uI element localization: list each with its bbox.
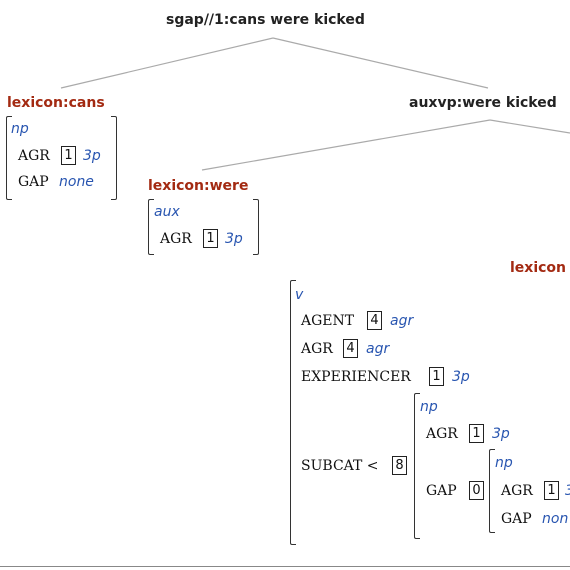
feature-agr-label: AGR bbox=[426, 426, 458, 442]
tag-box: 1 bbox=[61, 146, 76, 165]
feature-agr-label: AGR bbox=[160, 231, 192, 247]
avm-were: aux AGR 1 3p bbox=[148, 199, 259, 255]
feature-subcat-label: SUBCAT < bbox=[301, 458, 379, 474]
feature-gap-label: GAP bbox=[501, 511, 532, 527]
tag-box: 1 bbox=[469, 424, 484, 443]
avm-type-np: np bbox=[420, 399, 438, 415]
feature-gap-label: GAP bbox=[426, 483, 457, 499]
feature-experiencer-label: EXPERIENCER bbox=[301, 369, 411, 385]
tag-box: 1 bbox=[544, 481, 559, 500]
avm-type-np: np bbox=[11, 121, 29, 137]
avm-right-bracket bbox=[253, 199, 259, 255]
avm-kicked: v AGENT 4 agr AGR 4 agr EXPERIENCER 1 3p… bbox=[290, 280, 570, 545]
avm-type-v: v bbox=[295, 287, 304, 303]
avm-left-bracket bbox=[414, 393, 420, 539]
avm-cans: np AGR 1 3p GAP none bbox=[6, 116, 117, 200]
root-node-label: sgap//1:cans were kicked bbox=[166, 12, 365, 28]
feature-agent-value: agr bbox=[390, 313, 414, 329]
lexicon-cans-label: lexicon:cans bbox=[7, 95, 105, 111]
feature-experiencer-value: 3p bbox=[452, 369, 470, 385]
feature-agent-label: AGENT bbox=[301, 313, 355, 329]
feature-agr-value: agr bbox=[366, 341, 390, 357]
avm-subcat-np: np AGR 1 3p GAP 0 np AGR 1 3 GAP non bbox=[414, 393, 570, 539]
bottom-divider bbox=[0, 566, 570, 567]
lexicon-were-label: lexicon:were bbox=[148, 178, 249, 194]
avm-gap-np: np AGR 1 3 GAP non bbox=[489, 449, 570, 533]
feature-gap-label: GAP bbox=[18, 174, 49, 190]
avm-type-aux: aux bbox=[154, 204, 180, 220]
feature-agr-label: AGR bbox=[301, 341, 333, 357]
feature-agr-value: 3p bbox=[83, 148, 101, 164]
feature-gap-value: none bbox=[59, 174, 94, 190]
avm-left-bracket bbox=[6, 116, 12, 200]
avm-type-np: np bbox=[495, 455, 513, 471]
edge-root-auxvp bbox=[272, 37, 489, 89]
avm-right-bracket bbox=[111, 116, 117, 200]
tag-box: 1 bbox=[429, 367, 444, 386]
tag-box: 0 bbox=[469, 481, 484, 500]
edge-auxvp-lex-were bbox=[201, 119, 491, 171]
feature-gap-value: non bbox=[542, 511, 569, 527]
edge-root-lex-cans bbox=[60, 37, 274, 89]
lexicon-kicked-label: lexicon bbox=[510, 260, 567, 276]
feature-agr-label: AGR bbox=[501, 483, 533, 499]
tag-box: 4 bbox=[343, 339, 358, 358]
avm-left-bracket bbox=[290, 280, 296, 545]
avm-left-bracket bbox=[489, 449, 495, 533]
tag-box: 4 bbox=[367, 311, 382, 330]
tag-box: 1 bbox=[203, 229, 218, 248]
tag-box: 8 bbox=[392, 456, 407, 475]
auxvp-node-label: auxvp:were kicked bbox=[409, 95, 557, 111]
avm-left-bracket bbox=[148, 199, 154, 255]
feature-agr-value: 3p bbox=[225, 231, 243, 247]
feature-agr-value: 3 bbox=[565, 483, 570, 499]
feature-agr-value: 3p bbox=[492, 426, 510, 442]
edge-auxvp-right-child bbox=[489, 119, 570, 134]
feature-agr-label: AGR bbox=[18, 148, 50, 164]
